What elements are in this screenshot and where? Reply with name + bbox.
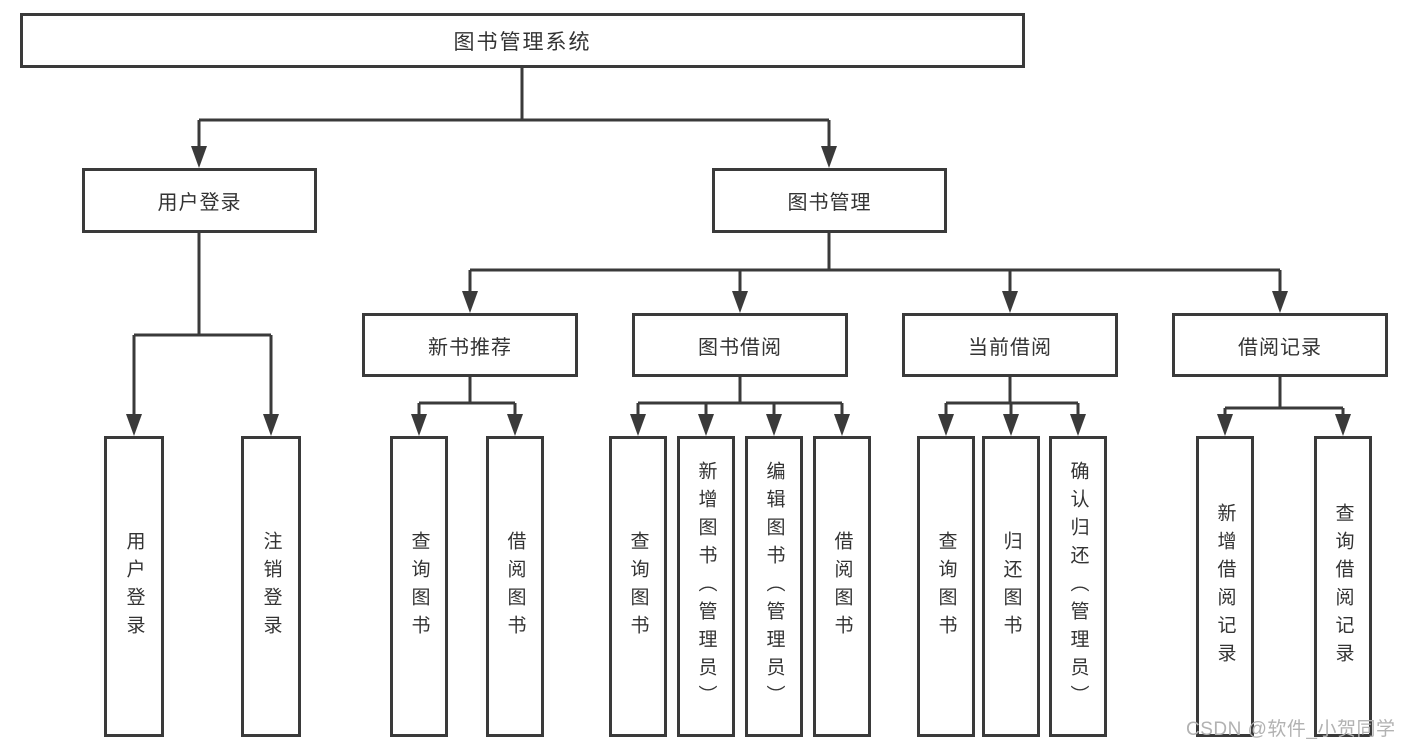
node-label: 注销登录 bbox=[260, 530, 282, 643]
node-label: 新书推荐 bbox=[428, 336, 512, 359]
arrowheads bbox=[126, 146, 1351, 436]
node-label: 查询图书 bbox=[408, 530, 430, 643]
node-user-login: 用户登录 bbox=[82, 168, 317, 233]
node-label: 确认归还（管理员） bbox=[1067, 460, 1089, 713]
node-book-management: 图书管理 bbox=[712, 168, 947, 233]
leaf-edit-books-admin: 编辑图书（管理员） bbox=[745, 436, 803, 737]
node-label: 查询图书 bbox=[627, 530, 649, 643]
node-current-borrow: 当前借阅 bbox=[902, 313, 1118, 377]
node-label: 图书管理系统 bbox=[453, 30, 592, 54]
leaf-query-borrow-record: 查询借阅记录 bbox=[1314, 436, 1372, 737]
node-label: 用户登录 bbox=[157, 192, 242, 214]
node-label: 借阅记录 bbox=[1238, 336, 1322, 359]
node-label: 新增图书（管理员） bbox=[695, 460, 717, 713]
node-label: 归还图书 bbox=[1000, 530, 1022, 643]
node-label: 编辑图书（管理员） bbox=[763, 460, 785, 713]
node-label: 图书管理 bbox=[787, 192, 872, 214]
node-label: 借阅图书 bbox=[504, 530, 526, 643]
leaf-confirm-return-admin: 确认归还（管理员） bbox=[1049, 436, 1107, 737]
leaf-borrow-books: 借阅图书 bbox=[813, 436, 871, 737]
node-label: 用户登录 bbox=[123, 530, 145, 643]
node-borrow-record: 借阅记录 bbox=[1172, 313, 1388, 377]
node-library-management-system: 图书管理系统 bbox=[20, 13, 1025, 68]
node-label: 借阅图书 bbox=[831, 530, 853, 643]
leaf-query-books-current: 查询图书 bbox=[917, 436, 975, 737]
leaf-borrow-books-recommend: 借阅图书 bbox=[486, 436, 544, 737]
leaf-user-login: 用户登录 bbox=[104, 436, 164, 737]
node-new-book-recommend: 新书推荐 bbox=[362, 313, 578, 377]
node-label: 查询图书 bbox=[935, 530, 957, 643]
leaf-add-borrow-record: 新增借阅记录 bbox=[1196, 436, 1254, 737]
node-label: 新增借阅记录 bbox=[1214, 502, 1236, 671]
leaf-return-books: 归还图书 bbox=[982, 436, 1040, 737]
node-label: 图书借阅 bbox=[698, 336, 782, 359]
node-label: 查询借阅记录 bbox=[1332, 502, 1354, 671]
leaf-query-books-borrow: 查询图书 bbox=[609, 436, 667, 737]
node-book-borrow: 图书借阅 bbox=[632, 313, 848, 377]
leaf-add-books-admin: 新增图书（管理员） bbox=[677, 436, 735, 737]
leaf-logout: 注销登录 bbox=[241, 436, 301, 737]
node-label: 当前借阅 bbox=[968, 336, 1052, 359]
leaf-query-books-recommend: 查询图书 bbox=[390, 436, 448, 737]
